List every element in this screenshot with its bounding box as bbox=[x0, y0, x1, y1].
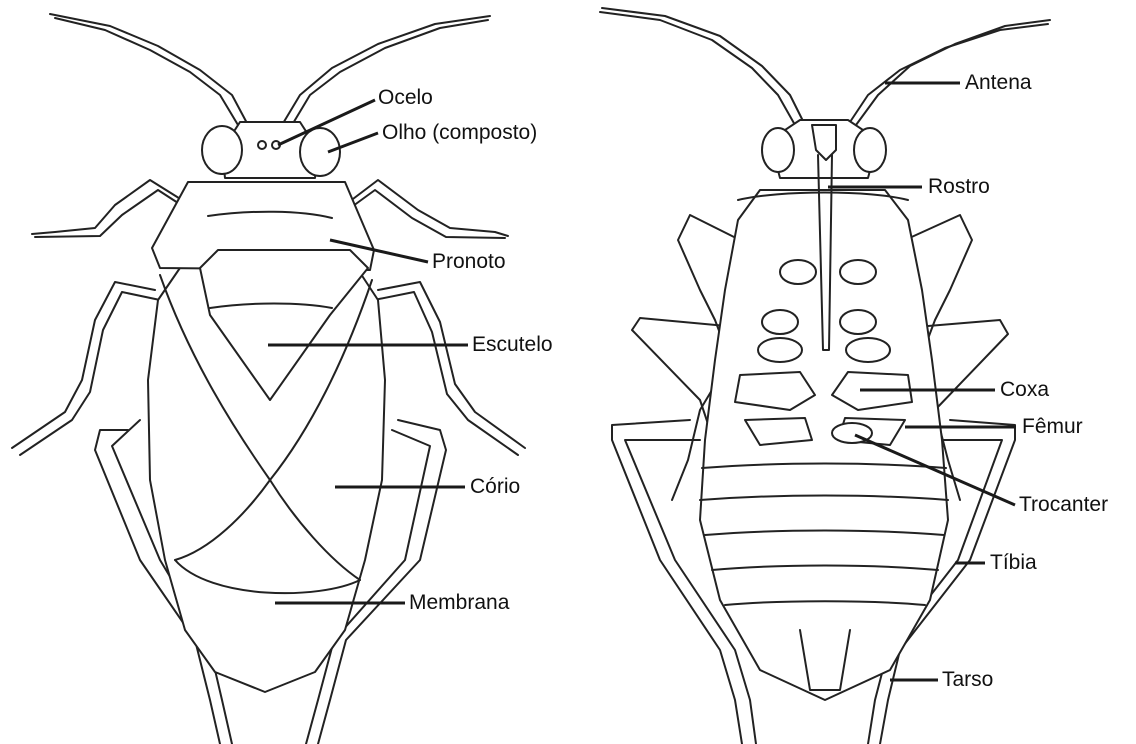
label-pronoto: Pronoto bbox=[432, 251, 506, 272]
label-femur: Fêmur bbox=[1022, 416, 1083, 437]
label-antena: Antena bbox=[965, 72, 1032, 93]
label-escutelo: Escutelo bbox=[472, 334, 553, 355]
label-corio: Cório bbox=[470, 476, 520, 497]
label-rostro: Rostro bbox=[928, 176, 990, 197]
label-ocelo: Ocelo bbox=[378, 87, 433, 108]
label-tarso: Tarso bbox=[942, 669, 993, 690]
ventral-view-illustration bbox=[600, 8, 1050, 744]
label-coxa: Coxa bbox=[1000, 379, 1049, 400]
label-olho-composto: Olho (composto) bbox=[382, 122, 537, 143]
label-tibia: Tíbia bbox=[990, 552, 1037, 573]
label-membrana: Membrana bbox=[409, 592, 509, 613]
label-trocanter: Trocanter bbox=[1019, 494, 1108, 515]
